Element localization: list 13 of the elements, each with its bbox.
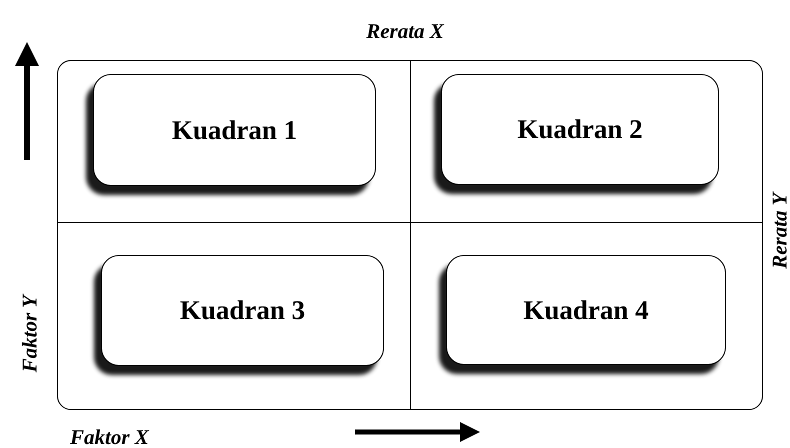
axis-label: Faktor X xyxy=(70,425,149,448)
axis-label: Faktor Y xyxy=(17,295,42,372)
axis-label: Rerata Y xyxy=(767,192,790,269)
quadrant-label: Kuadran 1 xyxy=(172,114,298,147)
quadrant-box xyxy=(101,255,384,366)
quadrant-box xyxy=(93,74,376,186)
quadrant-label: Kuadran 4 xyxy=(523,294,649,327)
quadrant-label: Kuadran 3 xyxy=(180,294,306,328)
quadrant-label: Kuadran 2 xyxy=(517,113,643,146)
quadrant-box xyxy=(446,255,726,365)
axis-label: Rerata X xyxy=(366,19,444,43)
quadrant-box xyxy=(441,74,719,185)
quadrant-frame xyxy=(57,60,763,410)
